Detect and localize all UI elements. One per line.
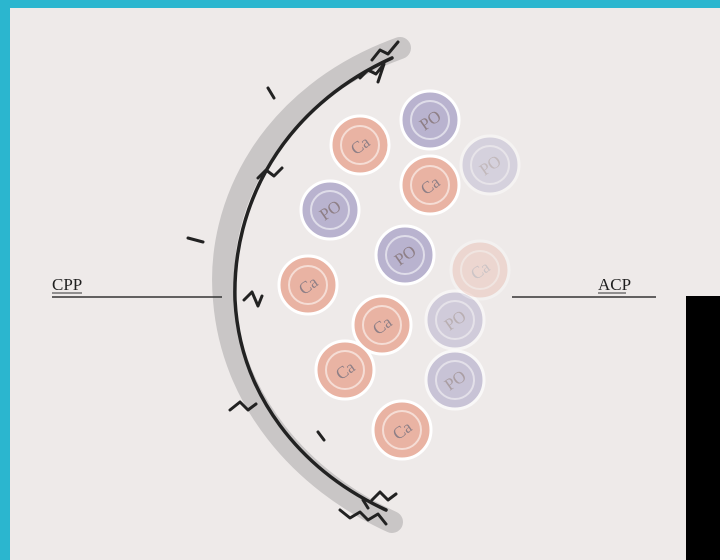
bead-calcium: Ca [373,401,431,459]
bead-phosphate: PO [401,91,459,149]
acp-label: ACP [598,275,631,294]
bead-calcium: Ca [331,116,389,174]
bead-phosphate: PO [461,136,519,194]
black-panel [686,296,720,560]
bead-phosphate: PO [426,351,484,409]
bead-calcium: Ca [316,341,374,399]
cpp-label: CPP [52,275,82,294]
bead-calcium: Ca [451,241,509,299]
bead-calcium: Ca [401,156,459,214]
bead-phosphate: PO [376,226,434,284]
bead-calcium: Ca [279,256,337,314]
bead-phosphate: PO [301,181,359,239]
